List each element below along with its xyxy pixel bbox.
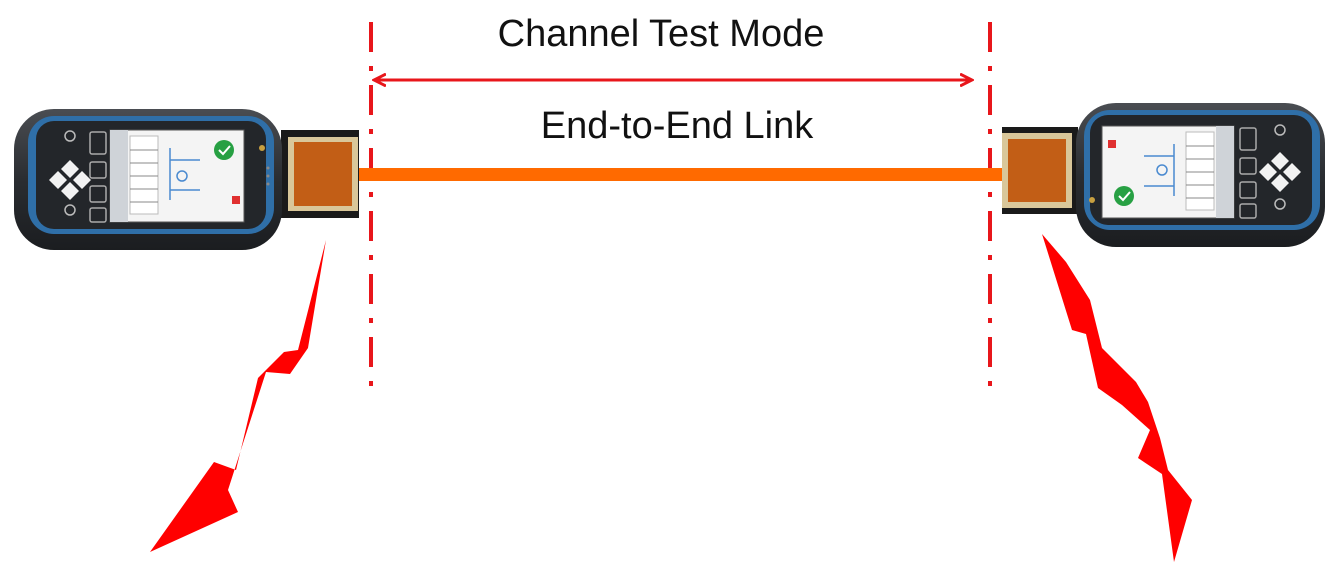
left-lightning-bolt-icon bbox=[150, 240, 326, 552]
right-cable-tester-device bbox=[1076, 103, 1325, 247]
end-to-end-link-label: End-to-End Link bbox=[541, 105, 814, 147]
dpad-icon bbox=[1259, 152, 1301, 192]
channel-test-mode-label: Channel Test Mode bbox=[498, 13, 825, 55]
dpad-icon bbox=[49, 160, 91, 200]
link-cable bbox=[355, 168, 1005, 181]
right-lightning-bolt-icon bbox=[1042, 234, 1192, 562]
left-connector-plug bbox=[281, 130, 359, 218]
left-cable-tester-device bbox=[14, 109, 282, 250]
right-connector-plug bbox=[1002, 127, 1078, 214]
